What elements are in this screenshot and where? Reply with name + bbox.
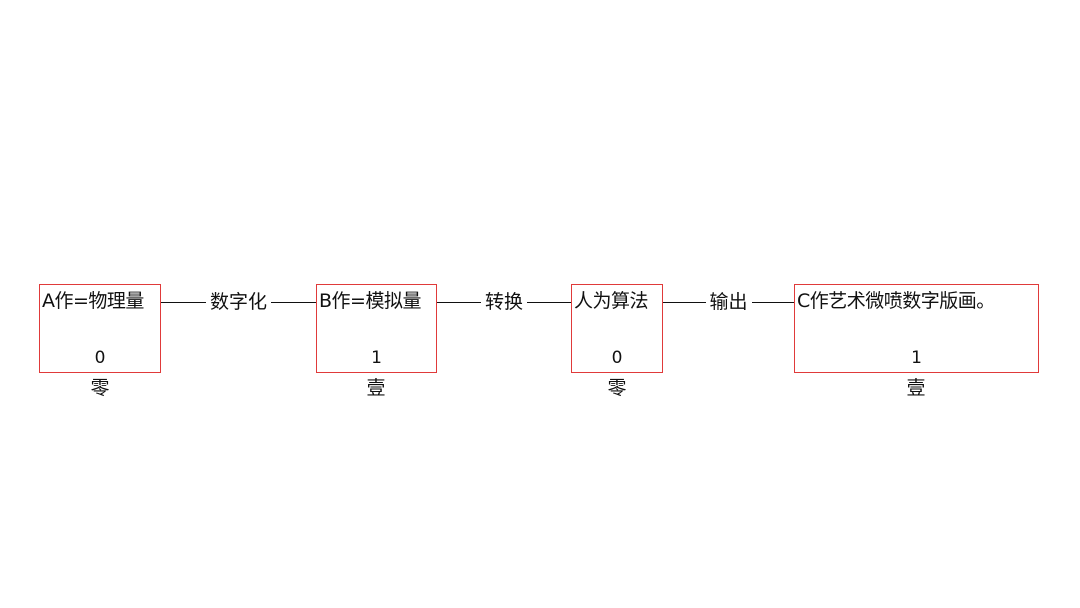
- node-box-d: C作艺术微喷数字版画。 1: [794, 284, 1039, 373]
- node-box-c: 人为算法 0: [571, 284, 663, 373]
- connector-line: [161, 301, 206, 303]
- node-caption-a: 零: [90, 377, 110, 399]
- connector-label-3: 输出: [709, 291, 748, 313]
- node-value-c: 0: [611, 348, 623, 368]
- node-caption-b: 壹: [366, 377, 386, 399]
- node-box-b: B作=模拟量 1: [316, 284, 437, 373]
- connector-line: [663, 301, 706, 303]
- connector-line: [751, 301, 795, 303]
- node-caption-d: 壹: [906, 377, 926, 399]
- connector-line: [437, 301, 481, 303]
- connector-2: 转换: [437, 289, 572, 315]
- node-value-a: 0: [94, 348, 106, 368]
- node-caption-c: 零: [607, 377, 627, 399]
- connector-label-2: 转换: [485, 291, 524, 313]
- connector-1: 数字化: [161, 289, 317, 315]
- node-box-a: A作=物理量 0: [39, 284, 161, 373]
- node-title-d: C作艺术微喷数字版画。: [797, 290, 995, 312]
- node-title-b: B作=模拟量: [319, 290, 421, 312]
- connector-3: 输出: [663, 289, 795, 315]
- node-title-c: 人为算法: [574, 290, 649, 312]
- connector-line: [271, 301, 317, 303]
- connector-line: [527, 301, 572, 303]
- connector-label-1: 数字化: [210, 291, 268, 313]
- node-value-d: 1: [911, 348, 922, 368]
- node-value-b: 1: [371, 348, 382, 368]
- node-title-a: A作=物理量: [42, 290, 144, 312]
